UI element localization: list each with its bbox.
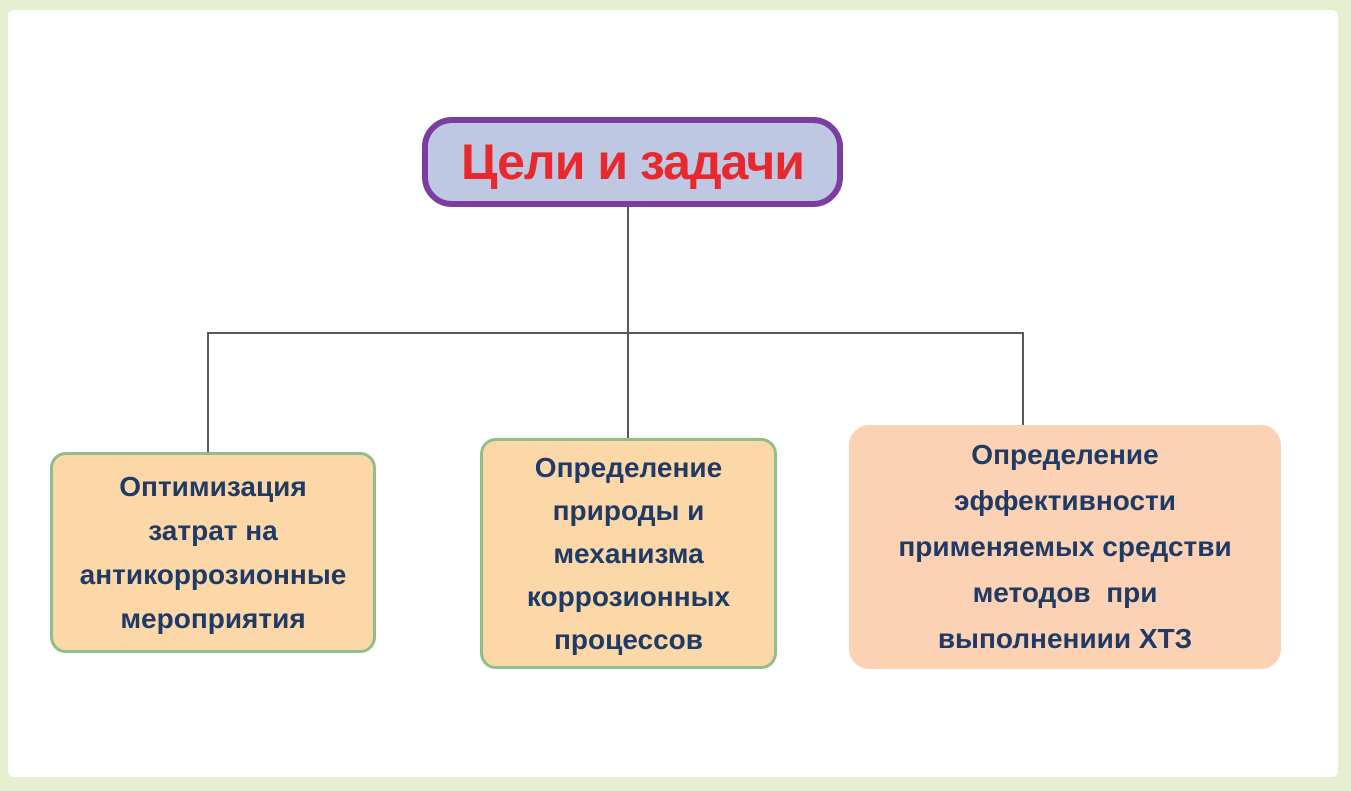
child-node-text-line: мероприятия	[120, 602, 306, 634]
child-node-text-line: методов при	[972, 577, 1158, 608]
child-node-text-line: выполнениии ХТЗ	[937, 623, 1193, 654]
connector-drop-left	[207, 332, 209, 453]
child-node-text-line: Определение	[534, 452, 723, 483]
connector-drop-right	[1022, 332, 1024, 427]
child-node-text-line: коррозионных	[526, 581, 731, 612]
child-node-corrosion-nature-mechanism: Определение природы и механизма коррозио…	[480, 438, 777, 669]
child-node-text-line: затрат на	[148, 514, 278, 546]
child-node-cost-optimization: Оптимизация затрат на антикоррозионные м…	[50, 452, 376, 653]
root-node-label: Цели и задачи	[460, 134, 805, 190]
root-node-goals-and-tasks: Цели и задачи	[422, 117, 843, 207]
child-node-text-line: Оптимизация	[119, 470, 307, 502]
child-node-text-line: природы и	[552, 495, 705, 526]
connector-root-stem	[627, 207, 629, 333]
child-node-text-line: эффективности	[954, 485, 1176, 516]
connector-horizontal-bar	[207, 332, 1024, 334]
child-node-text-line: антикоррозионные	[79, 558, 347, 590]
child-node-text-line: процессов	[554, 624, 703, 655]
child-node-effectiveness-determination: Определение эффективности применяемых ср…	[849, 425, 1281, 669]
child-node-text-line: Определение	[971, 439, 1159, 470]
child-node-text-line: механизма	[553, 538, 704, 569]
child-node-text-line: применяемых средстви	[898, 531, 1232, 562]
connector-drop-center	[627, 332, 629, 439]
